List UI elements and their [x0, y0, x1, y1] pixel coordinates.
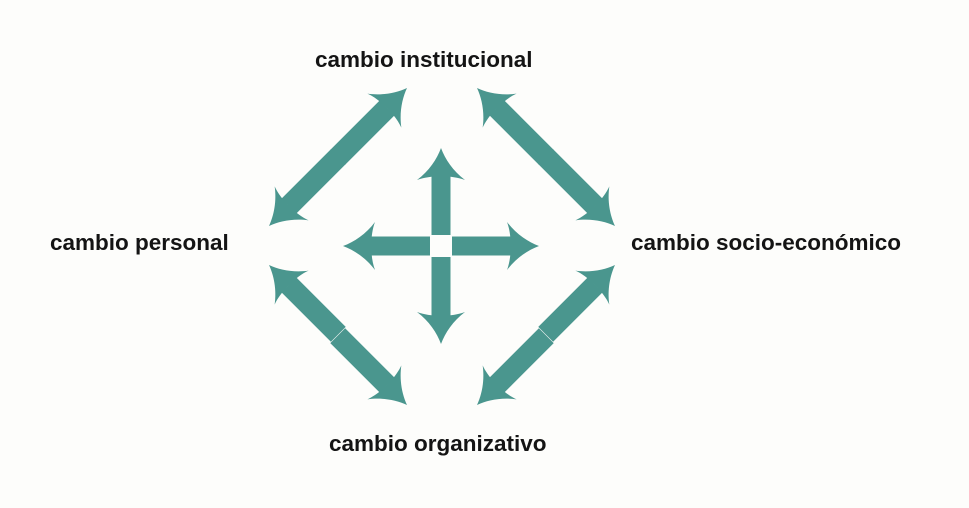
label-cambio-personal: cambio personal — [50, 230, 229, 255]
arrow-right-to-bottom — [460, 328, 554, 422]
arrow-top-to-left — [252, 149, 346, 243]
center-arrow-left — [343, 222, 430, 270]
center-arrow-up — [417, 148, 465, 235]
arrow-bottom-to-right — [538, 248, 632, 342]
center-arrow-down — [417, 257, 465, 344]
arrow-top-to-right — [538, 149, 632, 243]
label-cambio-organizativo: cambio organizativo — [329, 431, 547, 456]
arrow-bottom-to-left — [252, 248, 346, 342]
center-cross-arrow — [343, 148, 539, 344]
arrow-left-to-bottom — [330, 328, 424, 422]
arrow-right-to-top — [460, 71, 554, 165]
label-cambio-socio-economico: cambio socio-económico — [631, 230, 902, 255]
arrow-left-to-top — [330, 71, 424, 165]
label-cambio-institucional: cambio institucional — [315, 47, 533, 72]
center-arrow-right — [452, 222, 539, 270]
